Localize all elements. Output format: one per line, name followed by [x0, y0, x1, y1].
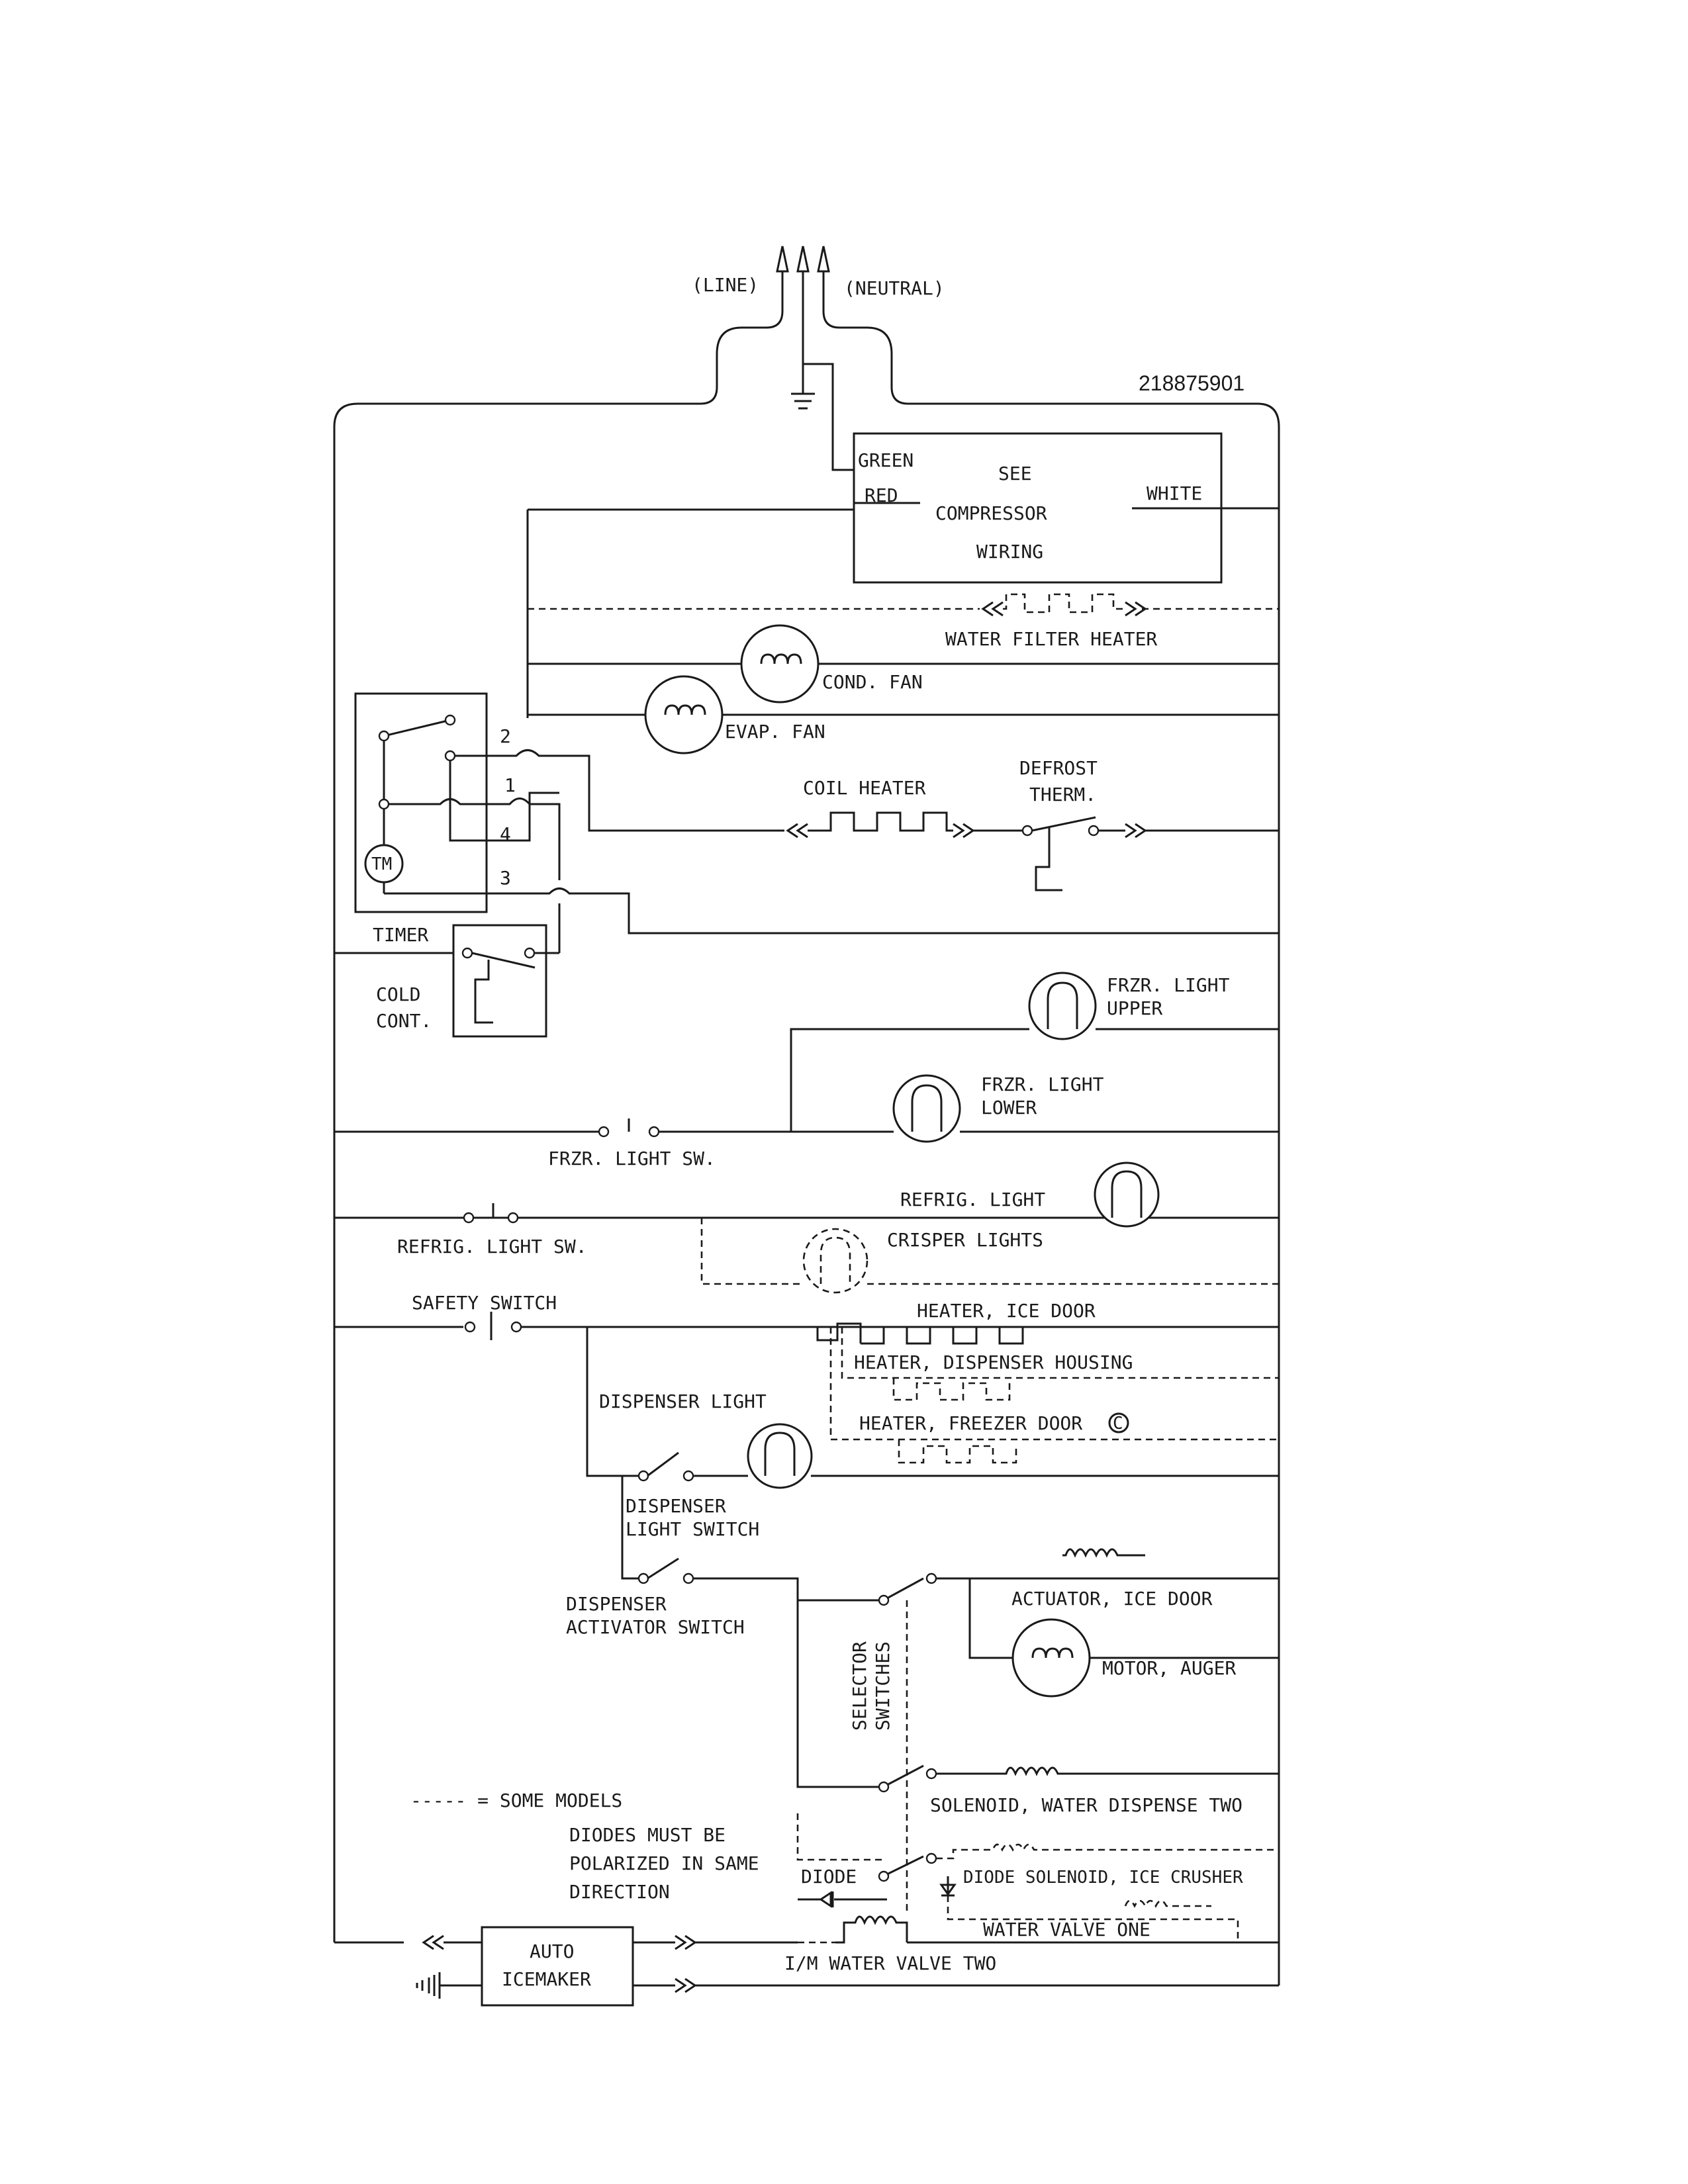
auto-icemaker	[334, 1926, 1279, 2007]
evap-fan-label: EVAP. FAN	[725, 721, 825, 743]
coil-heater-circuit	[781, 811, 1279, 891]
coil-heater-label: COIL HEATER	[803, 777, 926, 799]
dispenser-light-label: DISPENSER LIGHT	[599, 1390, 767, 1412]
heater-freezer-door-label: HEATER, FREEZER DOOR	[859, 1412, 1082, 1434]
safety-switch-label: SAFETY SWITCH	[412, 1292, 557, 1314]
cold-cont-label-2: CONT.	[376, 1010, 432, 1032]
selector-switches-label-2: SWITCHES	[872, 1641, 894, 1731]
selector-switches	[796, 1548, 1279, 1944]
dispenser-activator-label-2: ACTIVATOR SWITCH	[566, 1616, 745, 1638]
timer-label: TIMER	[373, 924, 428, 946]
cond-fan-label: COND. FAN	[822, 671, 923, 693]
compressor-white-label: WHITE	[1147, 482, 1202, 504]
defrost-therm-label-2: THERM.	[1029, 784, 1096, 805]
crisper-lights-label: CRISPER LIGHTS	[887, 1229, 1043, 1251]
frzr-light-lower-label-1: FRZR. LIGHT	[981, 1073, 1104, 1095]
cond-fan	[528, 624, 1279, 704]
safety-switch-circuit	[334, 1312, 1279, 1464]
cold-control	[334, 924, 559, 1038]
frzr-light-upper-label-1: FRZR. LIGHT	[1107, 974, 1230, 996]
water-filter-heater	[528, 593, 1279, 617]
auto-icemaker-label-2: ICEMAKER	[502, 1968, 591, 1990]
timer-terminal-1: 1	[504, 774, 516, 796]
part-number: 218875901	[1139, 371, 1244, 395]
water-valve-one-label: WATER VALVE ONE	[983, 1919, 1150, 1940]
heater-dispenser-housing-label: HEATER, DISPENSER HOUSING	[854, 1351, 1133, 1373]
actuator-ice-door-label: ACTUATOR, ICE DOOR	[1011, 1588, 1213, 1610]
timer-terminal-2: 2	[500, 725, 511, 747]
water-filter-heater-label: WATER FILTER HEATER	[945, 628, 1157, 650]
compressor-see-label: SEE	[998, 463, 1032, 484]
evap-fan	[528, 675, 1279, 754]
freezer-lights	[334, 972, 1279, 1143]
diode-note-line-2: POLARIZED IN SAME	[569, 1852, 759, 1874]
auto-icemaker-label-1: AUTO	[530, 1940, 574, 1962]
timer-terminal-4: 4	[500, 823, 511, 845]
timer-motor-label: TM	[371, 854, 392, 874]
dispenser-light-switch-label-1: DISPENSER	[626, 1495, 726, 1517]
compressor-red-label: RED	[865, 484, 898, 506]
cold-cont-label-1: COLD	[376, 983, 420, 1005]
neutral-label: (NEUTRAL)	[844, 277, 945, 299]
im-water-valve-two-label: I/M WATER VALVE TWO	[784, 1952, 996, 1974]
diode-note-line-1: DIODES MUST BE	[569, 1824, 726, 1846]
compressor-green-label: GREEN	[858, 449, 914, 471]
frzr-light-upper-label-2: UPPER	[1107, 997, 1162, 1019]
dispenser-light-switch-label-2: LIGHT SWITCH	[626, 1518, 759, 1540]
frzr-light-sw-label: FRZR. LIGHT SW.	[548, 1148, 716, 1169]
heater-ice-door-label: HEATER, ICE DOOR	[917, 1300, 1096, 1322]
diode-solenoid-ice-crusher-label: DIODE SOLENOID, ICE CRUSHER	[963, 1868, 1243, 1888]
refrig-light-sw-label: REFRIG. LIGHT SW.	[397, 1236, 587, 1257]
heater-freezer-door-mark: C	[1113, 1414, 1123, 1433]
solenoid-water-two-label: SOLENOID, WATER DISPENSE TWO	[930, 1794, 1243, 1816]
motor-auger-label: MOTOR, AUGER	[1102, 1657, 1236, 1679]
defrost-therm-label-1: DEFROST	[1019, 757, 1098, 779]
timer-terminal-3: 3	[500, 867, 511, 889]
line-label: (LINE)	[692, 274, 759, 296]
defrost-timer	[354, 692, 1279, 953]
refrig-light-label: REFRIG. LIGHT	[900, 1189, 1045, 1210]
diode-left-label: DIODE	[801, 1866, 857, 1888]
compressor-wiring-box	[853, 432, 1279, 584]
refrig-lights	[334, 1161, 1279, 1294]
compressor-name-label: COMPRESSOR	[935, 502, 1047, 524]
legend-some-models: ----- = SOME MODELS	[410, 1790, 622, 1811]
frzr-light-lower-label-2: LOWER	[981, 1097, 1037, 1118]
compressor-wiring-label: WIRING	[976, 541, 1043, 563]
selector-switches-label-1: SELECTOR	[849, 1641, 870, 1731]
diode-note-line-3: DIRECTION	[569, 1881, 670, 1903]
dispenser-activator-label-1: DISPENSER	[566, 1593, 667, 1615]
